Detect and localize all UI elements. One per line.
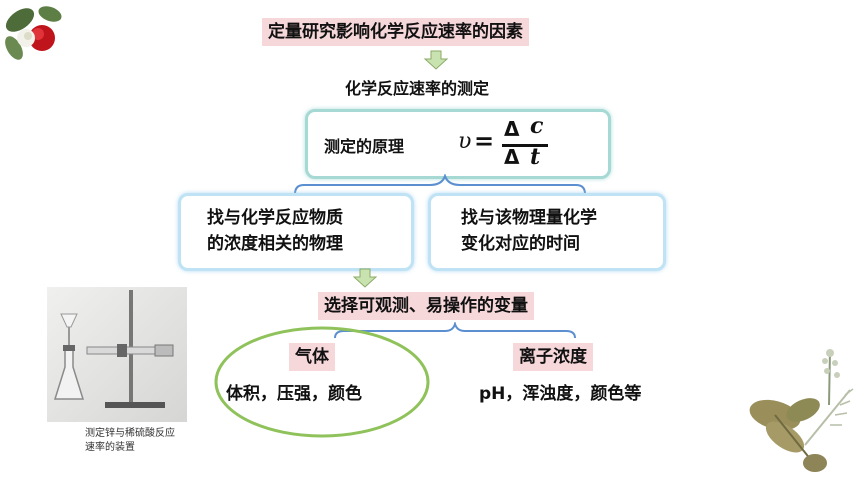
apparatus-photo [47, 287, 187, 422]
choose-variable-label: 选择可观测、易操作的变量 [318, 292, 534, 320]
right-box-line2: 变化对应的时间 [461, 234, 580, 254]
gas-items: 体积，压强，颜色 [226, 384, 362, 404]
down-arrow-icon [424, 50, 448, 70]
numerator-delta: Δ [504, 117, 520, 141]
right-concept-box: 找与该物理量化学 变化对应的时间 [428, 193, 666, 271]
right-box-line1: 找与该物理量化学 [461, 208, 597, 228]
brace-connector-small [334, 322, 576, 339]
photo-caption: 测定锌与稀硫酸反应 速率的装置 [85, 427, 175, 455]
gas-title: 气体 [289, 343, 335, 371]
principle-label: 测定的原理 [324, 137, 405, 156]
numerator-variable: c [530, 113, 544, 139]
down-arrow-icon [353, 268, 377, 288]
brace-connector [294, 174, 586, 195]
subtitle: 化学反应速率的测定 [345, 79, 490, 98]
page-title: 定量研究影响化学反应速率的因素 [262, 18, 529, 46]
fraction-line [502, 144, 548, 147]
equals-sign: = [474, 127, 495, 155]
principle-box: 测定的原理 υ = Δ c Δ t [305, 109, 611, 179]
ion-concentration-title: 离子浓度 [513, 343, 593, 371]
denominator-variable: t [530, 144, 541, 170]
left-box-line2: 的浓度相关的物理 [207, 234, 343, 254]
velocity-symbol: υ [458, 129, 472, 154]
denominator-delta: Δ [504, 145, 520, 169]
flower-decoration-icon [5, 6, 62, 60]
photo-caption-line2: 速率的装置 [85, 442, 135, 453]
plant-decoration-icon [749, 349, 854, 472]
left-box-line1: 找与化学反应物质 [207, 208, 343, 228]
gas-highlight-ellipse [214, 326, 430, 438]
ion-items: pH，浑浊度，颜色等 [479, 384, 642, 404]
photo-caption-line1: 测定锌与稀硫酸反应 [85, 428, 175, 439]
left-concept-box: 找与化学反应物质 的浓度相关的物理 [178, 193, 414, 271]
